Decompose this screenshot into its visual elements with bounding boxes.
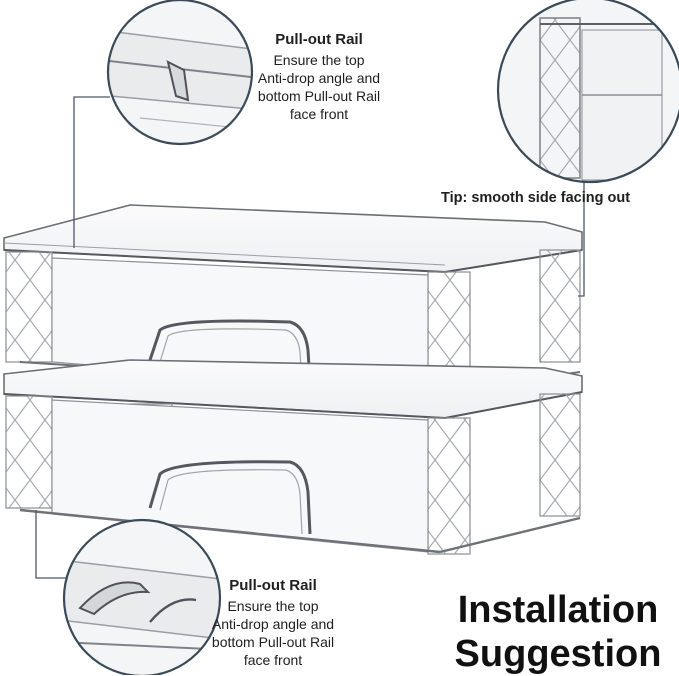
zoom-circle-bottom-left: [62, 518, 222, 675]
zoom-circle-top-left: [106, 0, 254, 146]
callout-title: Pull-out Rail: [229, 577, 317, 594]
callout-line: face front: [289, 106, 349, 122]
callout-line: face front: [243, 652, 303, 668]
callout-title: Pull-out Rail: [275, 31, 363, 48]
headline-line: Suggestion: [454, 633, 662, 675]
lower-drawer: [3, 359, 583, 555]
leader-lines: [35, 96, 585, 579]
callout-line: Anti-drop angle and: [257, 70, 381, 86]
callout-line: Anti-drop angle and: [211, 616, 335, 632]
headline: Installation Suggestion: [440, 588, 676, 676]
callout-top-left: Pull-out Rail Ensure the top Anti-drop a…: [224, 31, 414, 123]
headline-line: Installation: [457, 589, 659, 631]
callout-line: Ensure the top: [273, 52, 365, 68]
upper-drawer: [3, 204, 583, 396]
callout-line: Ensure the top: [227, 598, 319, 614]
callout-bottom-left: Pull-out Rail Ensure the top Anti-drop a…: [178, 577, 368, 669]
zoom-circle-top-right: [496, 0, 679, 184]
callout-line: bottom Pull-out Rail: [257, 88, 381, 104]
tip-text: Tip: smooth side facing out: [441, 190, 631, 206]
callout-line: bottom Pull-out Rail: [211, 634, 335, 650]
